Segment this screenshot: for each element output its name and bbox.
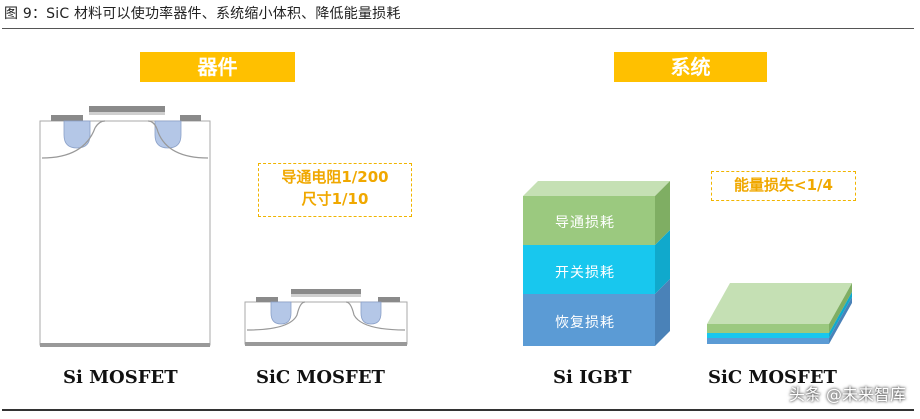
sic-mosfet-loss-slab xyxy=(707,283,852,344)
switching-loss-layer xyxy=(523,245,655,294)
system-section-badge: 系统 xyxy=(614,52,767,82)
size-text: 尺寸1/10 xyxy=(301,190,369,208)
sic-mosfet-system-label: SiC MOSFET xyxy=(708,367,837,388)
device-section-badge: 器件 xyxy=(140,52,295,82)
sic-mosfet-device-label: SiC MOSFET xyxy=(256,367,385,388)
device-improvement-callout: 导通电阻1/200 尺寸1/10 xyxy=(258,163,412,217)
on-resistance-text: 导通电阻1/200 xyxy=(281,168,389,186)
figure-caption: 图 9：SiC 材料可以使功率器件、系统缩小体积、降低能量损耗 xyxy=(4,6,401,22)
conduction-loss-label: 导通损耗 xyxy=(555,215,615,231)
watermark: 头条 @未来智库 xyxy=(788,385,906,404)
si-mosfet-label: Si MOSFET xyxy=(63,367,178,388)
si-igbt-label: Si IGBT xyxy=(553,367,632,388)
si-igbt-loss-stack xyxy=(523,181,670,346)
si-mosfet-device xyxy=(39,106,211,347)
conduction-loss-layer xyxy=(523,196,655,245)
sic-mosfet-device xyxy=(244,289,408,346)
switching-loss-label: 开关损耗 xyxy=(555,265,615,281)
recovery-loss-layer xyxy=(523,294,655,346)
top-divider xyxy=(2,28,914,29)
bottom-divider xyxy=(2,409,914,411)
recovery-loss-label: 恢复损耗 xyxy=(555,315,615,331)
system-improvement-callout: 能量损失<1/4 xyxy=(711,171,856,201)
